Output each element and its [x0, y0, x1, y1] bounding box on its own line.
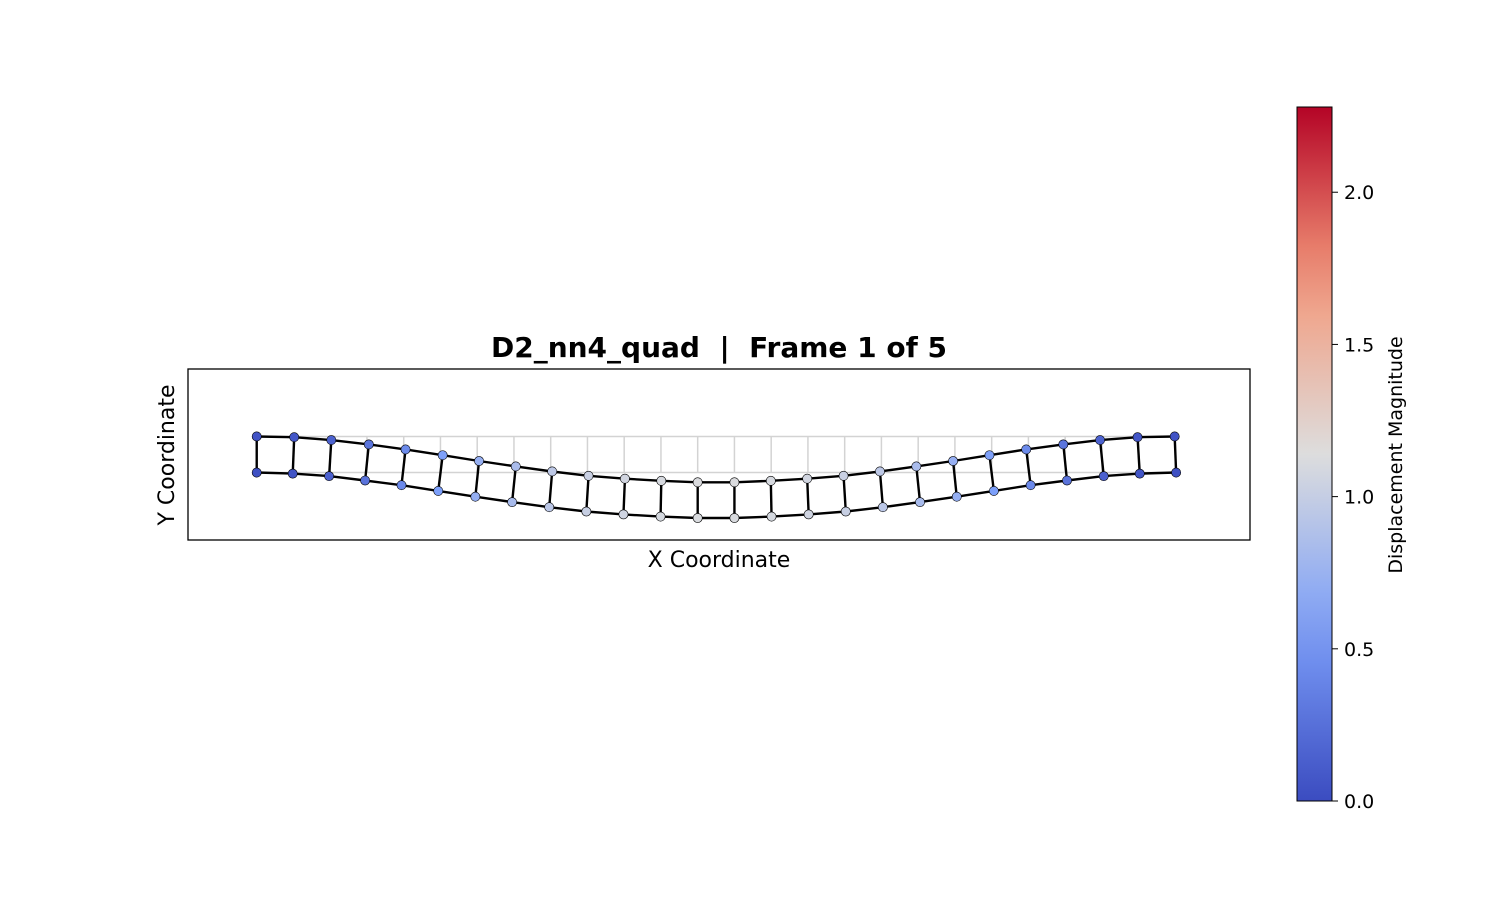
mesh-node: [1098, 471, 1109, 482]
plot-frame: [187, 368, 1251, 541]
mesh-node: [618, 509, 629, 520]
mesh-node: [510, 461, 521, 472]
mesh-node: [729, 477, 740, 488]
mesh-node: [1021, 444, 1032, 455]
element-edge-vertical: [510, 466, 517, 503]
element-edge-vertical: [585, 475, 590, 512]
mesh-node: [396, 480, 407, 491]
element-edge-vertical: [1173, 436, 1178, 473]
mesh-node: [324, 471, 335, 482]
mesh-node: [326, 435, 337, 445]
mesh-node: [581, 506, 592, 517]
mesh-node: [765, 475, 776, 486]
element-edge-vertical: [622, 478, 627, 515]
mesh-node: [470, 491, 481, 502]
element-edge-top: [256, 435, 1175, 484]
mesh-node: [400, 444, 411, 455]
mesh-node: [544, 502, 555, 513]
mesh-node: [988, 486, 999, 496]
colorbar-tick-label: 0.0: [1344, 791, 1374, 813]
colorbar-tick-label: 1.5: [1344, 334, 1374, 356]
mesh-node: [655, 511, 666, 522]
mesh-node: [803, 509, 814, 520]
mesh-node: [1171, 467, 1182, 478]
chart-title: D2_nn4_quad | Frame 1 of 5: [491, 331, 947, 364]
x-axis-label: X Coordinate: [648, 548, 791, 573]
mesh-node: [802, 473, 813, 484]
y-axis-label: Y Coordinate: [155, 384, 180, 526]
element-edge-vertical: [1062, 444, 1069, 481]
mesh-node: [877, 502, 888, 513]
mesh-node: [840, 506, 851, 517]
element-edge-vertical: [363, 444, 370, 481]
mesh-nodes: [251, 431, 1182, 523]
element-edge-vertical: [805, 478, 810, 515]
element-edge-bottom: [256, 471, 1177, 520]
element-edge-vertical: [291, 437, 296, 474]
colorbar-label: Displacement Magnitude: [1385, 336, 1407, 573]
element-edge-vertical: [548, 471, 554, 508]
mesh-node: [1058, 439, 1069, 450]
element-edge-vertical: [1136, 437, 1141, 474]
mesh-node: [1169, 431, 1180, 442]
mesh-node: [656, 475, 667, 486]
mesh-node: [1095, 435, 1105, 445]
element-edge-vertical: [878, 471, 885, 508]
mesh-node: [360, 475, 371, 486]
element-edge-vertical: [951, 460, 958, 497]
mesh-node: [948, 456, 958, 466]
mesh-node: [875, 466, 885, 477]
deformed-mesh-edges: [255, 435, 1178, 520]
mesh-node: [474, 456, 484, 466]
colorbar-tick-label: 1.0: [1344, 487, 1374, 509]
colorbar-gradient: [1296, 106, 1333, 802]
colorbar-tick-label: 2.0: [1344, 182, 1374, 204]
element-edge-vertical: [400, 449, 407, 486]
undeformed-mesh: [255, 435, 1177, 474]
mesh-node: [1062, 475, 1072, 486]
colorbar: 0.0 0.5 1.0 1.5 2.0 Displacement Magnitude: [1296, 106, 1407, 813]
mesh-node: [547, 466, 558, 477]
mesh-node: [507, 497, 518, 508]
mesh-node: [838, 470, 849, 481]
mesh-node: [766, 511, 777, 522]
element-edge-vertical: [842, 475, 847, 512]
mesh-node: [289, 432, 300, 443]
element-edge-vertical: [988, 455, 996, 492]
mesh-node: [984, 450, 995, 461]
mesh-node: [1025, 480, 1036, 491]
element-edge-vertical: [659, 480, 663, 517]
element-edge-vertical: [327, 439, 333, 477]
mesh-node: [251, 431, 262, 442]
mesh-node: [915, 497, 925, 508]
mesh-node: [692, 513, 703, 523]
colorbar-tick-label: 0.5: [1344, 639, 1374, 661]
mesh-node: [911, 461, 922, 472]
mesh-node: [729, 513, 740, 523]
colorbar-ticks: 0.0 0.5 1.0 1.5 2.0: [1332, 182, 1374, 813]
element-edge-vertical: [769, 480, 773, 517]
mesh-node: [251, 467, 262, 478]
mesh-node: [437, 450, 448, 461]
element-edge-vertical: [474, 460, 481, 497]
mesh-node: [433, 486, 444, 496]
mesh-node: [951, 491, 962, 502]
mesh-node: [363, 439, 374, 450]
element-edge-vertical: [915, 466, 922, 503]
plot-area: [187, 368, 1251, 541]
element-edge-vertical: [1025, 449, 1032, 486]
mesh-node: [583, 470, 594, 481]
mesh-node: [287, 468, 298, 479]
mesh-node: [1132, 432, 1143, 443]
element-edge-vertical: [1098, 439, 1105, 477]
mesh-node: [692, 477, 703, 488]
mesh-node: [1134, 468, 1145, 479]
element-edge-vertical: [437, 455, 444, 492]
mesh-node: [620, 473, 630, 484]
